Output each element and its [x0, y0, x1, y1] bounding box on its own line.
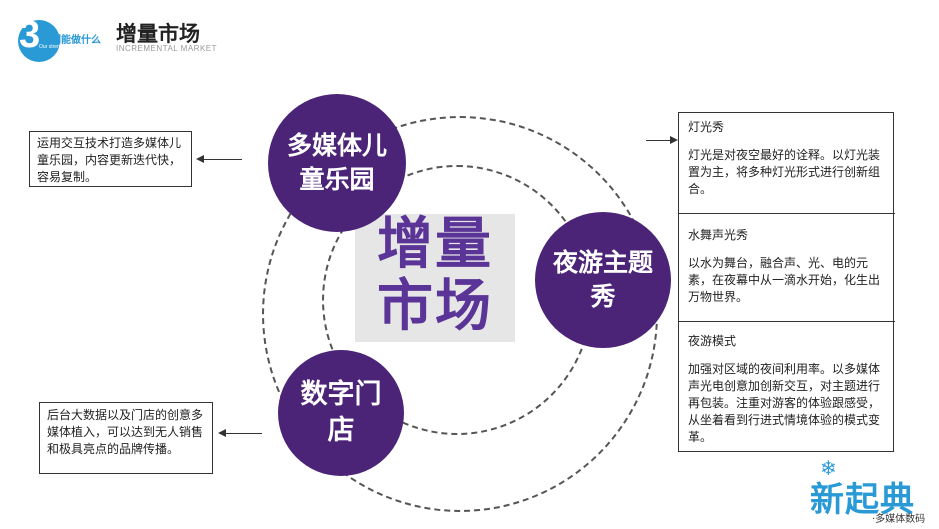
detail-body: 以水为舞台，融合声、光、电的元素，在夜幕中从一滴水开始，化生出万物世界。	[688, 256, 881, 304]
arrow-left-icon	[218, 429, 226, 437]
node-kids-label: 多媒体儿童乐园	[286, 131, 387, 194]
store-description: 后台大数据以及门店的创意多媒体植入，可以达到无人销售和极具亮点的品牌传播。	[47, 408, 204, 456]
brand-snowflake-icon: ❄	[820, 456, 837, 480]
node-night-tour-show: 夜游主题秀	[535, 212, 671, 348]
logo-english: Our strength	[39, 44, 67, 50]
node-digital-store: 数字门店	[278, 350, 404, 476]
detail-section-light-show: 灯光秀 灯光是对夜空最好的诠释。以灯光装置为主，将多种灯光形式进行创新组合。	[679, 113, 895, 211]
store-description-box: 后台大数据以及门店的创意多媒体植入，可以达到无人销售和极具亮点的品牌传播。	[39, 402, 213, 474]
center-background	[355, 214, 515, 342]
detail-section-water-show: 水舞声光秀 以水为舞台，融合声、光、电的元素，在夜幕中从一滴水开始，化生出万物世…	[679, 221, 895, 325]
section-divider	[679, 213, 895, 214]
detail-title: 夜游模式	[688, 334, 737, 348]
kids-description: 运用交互技术打造多媒体儿童乐园，内容更新迭代快，容易复制。	[37, 136, 182, 184]
node-store-label: 数字门店	[300, 379, 382, 446]
page-title: 增量市场	[116, 22, 200, 46]
node-kids-playground: 多媒体儿童乐园	[268, 94, 406, 232]
detail-section-night-tour-mode: 夜游模式 加强对区域的夜间利用率。以多媒体声光电创意加创新交互，对主题进行再包装…	[679, 327, 895, 453]
detail-title: 水舞声光秀	[688, 228, 749, 242]
logo-caption: 我们能做什么	[41, 35, 101, 46]
page-subtitle: INCREMENTAL MARKET	[116, 44, 218, 53]
brand-logo: 新起典	[810, 480, 915, 520]
arrow-left-icon	[196, 155, 204, 163]
arrow-line	[226, 433, 262, 434]
arrow-right-icon	[670, 136, 678, 144]
logo-number: 3	[19, 14, 41, 56]
detail-body: 加强对区域的夜间利用率。以多媒体声光电创意加创新交互，对主题进行再包装。注重对游…	[688, 362, 881, 444]
node-night-label: 夜游主题秀	[552, 248, 653, 311]
center-title-line2: 市场	[377, 274, 493, 339]
detail-title: 灯光秀	[688, 120, 725, 134]
night-show-details-box: 灯光秀 灯光是对夜空最好的诠释。以灯光装置为主，将多种灯光形式进行创新组合。 水…	[678, 112, 895, 453]
kids-description-box: 运用交互技术打造多媒体儿童乐园，内容更新迭代快，容易复制。	[29, 131, 192, 187]
arrow-line	[646, 140, 670, 141]
brand-tagline: ·多媒体数码	[872, 514, 926, 525]
section-divider	[679, 321, 895, 322]
logo-badge	[18, 20, 60, 62]
center-title-line1: 增量	[377, 212, 493, 277]
arrow-line	[204, 159, 242, 160]
center-title: 增量 市场	[355, 214, 515, 338]
detail-body: 灯光是对夜空最好的诠释。以灯光装置为主，将多种灯光形式进行创新组合。	[688, 148, 881, 196]
